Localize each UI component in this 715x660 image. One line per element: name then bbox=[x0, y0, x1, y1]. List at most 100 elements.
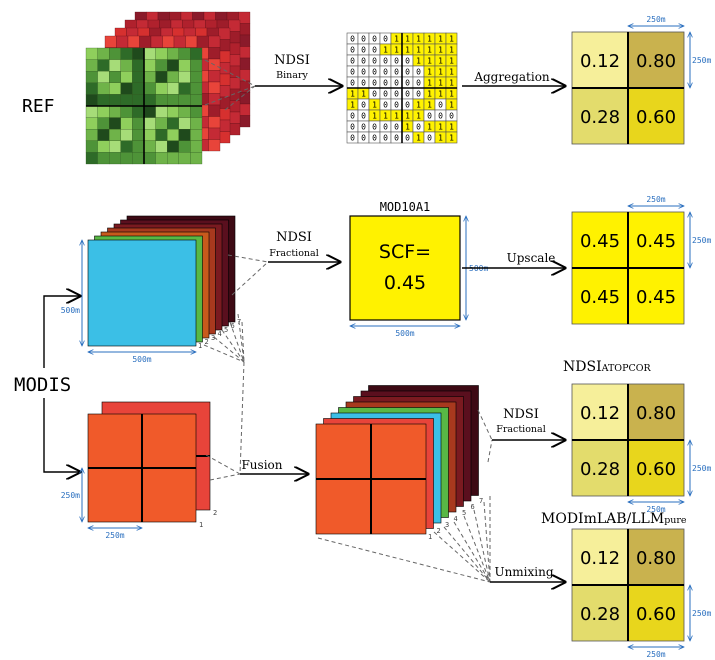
ref-green-cell bbox=[155, 140, 168, 153]
binary-cell-value: 0 bbox=[350, 123, 355, 132]
ref-green-cell bbox=[155, 71, 168, 83]
ref-red-cell bbox=[185, 35, 198, 48]
modis250-band-number: 2 bbox=[213, 509, 217, 517]
ref-red-cell bbox=[208, 81, 221, 94]
ref-green-cell bbox=[178, 140, 191, 153]
binary-cell-value: 1 bbox=[405, 123, 410, 132]
grid-cell-value: 0.80 bbox=[636, 51, 676, 72]
ref-green-cell bbox=[155, 94, 168, 107]
grid-cell-value: 0.45 bbox=[636, 231, 676, 252]
modis500-band-number: 4 bbox=[218, 330, 222, 338]
ref-red-cell bbox=[127, 35, 140, 48]
ref-red-cell bbox=[162, 35, 175, 48]
grid-cell bbox=[627, 439, 685, 497]
binary-cell-value: 0 bbox=[372, 134, 377, 143]
fused-band-number: 7 bbox=[479, 497, 483, 505]
grid-cell bbox=[627, 31, 685, 89]
ref-red-cell bbox=[218, 108, 231, 121]
binary-cell-value: 0 bbox=[361, 123, 366, 132]
ref-green-cell bbox=[190, 59, 203, 72]
ref-red-cell bbox=[208, 127, 221, 140]
ref-green-cell bbox=[155, 152, 168, 165]
ref-red-cell bbox=[218, 119, 231, 132]
binary-cell-value: 0 bbox=[438, 112, 443, 121]
grid-cell bbox=[627, 211, 685, 269]
ref-green-cell bbox=[97, 71, 110, 83]
ref-green-cell bbox=[85, 47, 98, 60]
binary-cell-value: 1 bbox=[383, 46, 388, 55]
grid-cell bbox=[571, 31, 629, 89]
ref-green-cell bbox=[167, 129, 179, 141]
ref-green-cell bbox=[132, 105, 145, 118]
ref-green-cell bbox=[167, 47, 179, 60]
binary-cell-value: 1 bbox=[394, 112, 399, 121]
grid-cell-value: 0.45 bbox=[636, 287, 676, 308]
binary-cell-value: 1 bbox=[438, 79, 443, 88]
ref-green-cell bbox=[132, 47, 145, 60]
ref-green-cell bbox=[120, 117, 133, 130]
ref-red-cell bbox=[238, 23, 251, 36]
grid-cell bbox=[627, 383, 685, 441]
binary-cell-value: 1 bbox=[449, 68, 454, 77]
binary-cell-value: 1 bbox=[449, 46, 454, 55]
grid-cell bbox=[571, 267, 629, 325]
binary-cell-value: 1 bbox=[416, 134, 421, 143]
ref-green-cell bbox=[178, 129, 191, 141]
grid-cell-value: 0.28 bbox=[580, 107, 620, 128]
ref-green-cell bbox=[85, 152, 98, 165]
binary-cell-value: 1 bbox=[405, 35, 410, 44]
binary-cell-value: 1 bbox=[427, 46, 432, 55]
fused-projection-lines bbox=[477, 409, 493, 463]
ndsi-binary-label: NDSI bbox=[274, 53, 310, 68]
binary-cell-value: 1 bbox=[438, 90, 443, 99]
binary-cell-value: 1 bbox=[416, 101, 421, 110]
ref-green-cell bbox=[167, 105, 179, 118]
ref-green-cell bbox=[143, 152, 156, 165]
ref-green-cell bbox=[143, 47, 156, 60]
ref-green-cell bbox=[178, 94, 191, 107]
binary-cell-value: 0 bbox=[427, 134, 432, 143]
binary-cell-value: 0 bbox=[405, 68, 410, 77]
ref-green-cell bbox=[109, 140, 121, 153]
ref-red-cell bbox=[238, 69, 251, 82]
binary-cell-value: 0 bbox=[350, 134, 355, 143]
binary-cell-value: 0 bbox=[372, 35, 377, 44]
binary-cell-value: 1 bbox=[350, 90, 355, 99]
ref-red-cell bbox=[238, 11, 251, 24]
ref-green-cell bbox=[109, 105, 121, 118]
ref-green-cell bbox=[85, 59, 98, 72]
ref-green-cell bbox=[178, 105, 191, 118]
binary-cell-value: 0 bbox=[383, 68, 388, 77]
ref-red-cell bbox=[228, 111, 241, 124]
ref-red-cell bbox=[238, 115, 251, 128]
ref-green-cell bbox=[167, 71, 179, 83]
dim-label: 250m bbox=[646, 195, 665, 204]
binary-cell-value: 0 bbox=[383, 79, 388, 88]
grid-cell bbox=[571, 584, 629, 642]
ref-red-cell bbox=[238, 57, 251, 70]
ndsi-fractional-label: NDSI bbox=[276, 230, 312, 245]
ref-green-cell bbox=[190, 71, 203, 83]
ref-green-cell bbox=[132, 129, 145, 141]
fused-band-number: 4 bbox=[454, 515, 458, 523]
ref-green-cell bbox=[97, 59, 110, 72]
binary-cell-value: 0 bbox=[350, 112, 355, 121]
ref-green-cell bbox=[132, 140, 145, 153]
modis250-dim-left-label: 250m bbox=[61, 491, 80, 500]
binary-cell-value: 1 bbox=[438, 57, 443, 66]
binary-cell-value: 1 bbox=[427, 57, 432, 66]
ref-green-cell bbox=[143, 94, 156, 107]
binary-cell-value: 0 bbox=[383, 123, 388, 132]
ref-red-cell bbox=[218, 50, 231, 63]
ref-stack bbox=[85, 11, 251, 165]
grid-cell-value: 0.45 bbox=[580, 231, 620, 252]
ref-red-cell bbox=[104, 35, 117, 48]
binary-cell-value: 0 bbox=[383, 101, 388, 110]
ref-green-cell bbox=[85, 129, 98, 141]
grid-cell bbox=[571, 439, 629, 497]
ref-green-cell bbox=[190, 82, 203, 95]
binary-cell-value: 0 bbox=[361, 57, 366, 66]
